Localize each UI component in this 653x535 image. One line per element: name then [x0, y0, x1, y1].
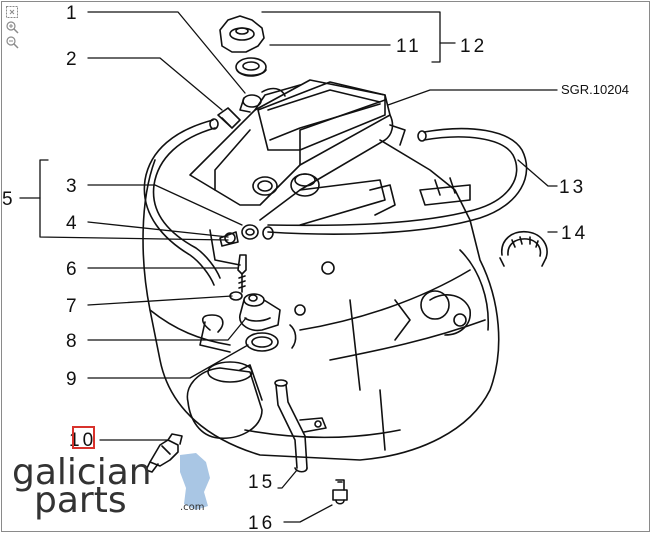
thermostat-housing [239, 293, 281, 332]
upper-coolant-hose [143, 118, 221, 286]
label-12[interactable]: 12 [460, 36, 487, 57]
part-labels: 1 2 3 4 5 6 7 8 9 10 11 12 13 14 15 16 S… [2, 3, 629, 534]
spring-clamp [499, 230, 548, 267]
bolt [237, 254, 247, 293]
label-16[interactable]: 16 [248, 513, 275, 534]
seal-ring [235, 57, 267, 77]
label-14[interactable]: 14 [561, 223, 588, 244]
logo-line1: galician [12, 452, 152, 493]
hose-clip [217, 107, 241, 129]
zoom-in-icon[interactable] [5, 20, 19, 34]
logo-suffix: .com [180, 502, 205, 513]
label-4[interactable]: 4 [66, 213, 80, 234]
label-3[interactable]: 3 [66, 176, 80, 197]
screw [332, 479, 348, 505]
temperature-sensor [145, 433, 183, 473]
galicianparts-logo: galician parts .com [12, 452, 210, 521]
label-2[interactable]: 2 [66, 49, 80, 70]
expansion-tank [257, 81, 386, 151]
coolant-pipe [274, 379, 327, 473]
hose-clamp [239, 87, 286, 113]
reference-code: SGR.10204 [561, 82, 629, 97]
oil-filter [186, 361, 263, 439]
logo-line2: parts [34, 480, 127, 521]
label-10[interactable]: 10 [69, 430, 96, 451]
leader-lines [19, 11, 558, 523]
hose-fittings [219, 224, 274, 247]
label-11[interactable]: 11 [396, 36, 422, 57]
label-13[interactable]: 13 [559, 177, 586, 198]
overflow-hose [267, 127, 528, 235]
label-6[interactable]: 6 [66, 259, 80, 280]
tank-cap [219, 15, 265, 53]
zoom-out-icon[interactable] [5, 35, 19, 49]
thermostat [199, 314, 297, 353]
label-5[interactable]: 5 [2, 189, 16, 210]
fit-icon[interactable] [5, 5, 19, 19]
label-1[interactable]: 1 [66, 3, 80, 24]
label-15[interactable]: 15 [248, 472, 275, 493]
zoom-toolbar [5, 5, 23, 50]
engine-block [142, 124, 500, 461]
label-9[interactable]: 9 [66, 369, 80, 390]
selected-label-highlight [72, 426, 95, 449]
label-7[interactable]: 7 [66, 296, 80, 317]
label-8[interactable]: 8 [66, 331, 80, 352]
